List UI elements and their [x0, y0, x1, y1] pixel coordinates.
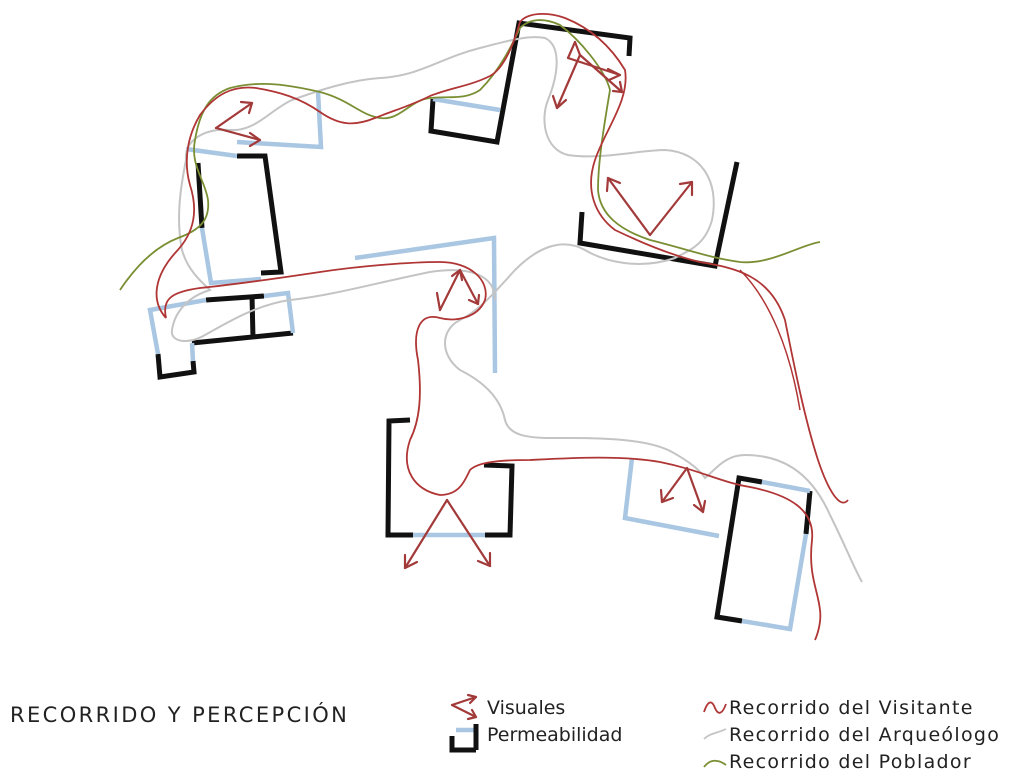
permeable-left-upper-roof: [236, 91, 324, 150]
route-visitante-east: [739, 269, 801, 411]
visuales-legend-icon: [450, 693, 478, 721]
arqueologo-legend-swatch: [703, 728, 727, 740]
arqueologo-legend-label: Recorrido del Arqueólogo: [729, 724, 1001, 746]
wall-left-lower-west: [155, 353, 197, 380]
visuales-legend-label: Visuales: [487, 697, 566, 719]
route-arqueologo: [184, 36, 863, 583]
route-visitante: [164, 261, 822, 641]
poblador-legend-swatch: [703, 759, 727, 768]
permeable-bottom-right-top: [761, 479, 811, 494]
permeable-bottom-right-east: [741, 533, 809, 632]
wall-bottom-center: [385, 417, 413, 538]
permeable-bottom-right-west: [622, 457, 720, 539]
visual-arrows-bottom-right: [659, 466, 707, 514]
wall-left-upper: [237, 153, 284, 276]
permeable-left-lower-south: [189, 342, 196, 362]
visual-arrows-top-center: [551, 40, 624, 110]
diagram-title: RECORRIDO Y PERCEPCIÓN: [10, 703, 350, 727]
permeable-left-lower-east: [263, 290, 296, 334]
visual-arrows-right-upper: [605, 176, 694, 237]
wall-bottom-right-east: [803, 490, 813, 535]
wall-left-lower-mid: [249, 295, 256, 339]
wall-left-lower-bottom: [191, 330, 294, 346]
visitante-legend-swatch: [703, 701, 727, 714]
wall-right-upper: [577, 161, 740, 269]
route-arqueologo-west: [170, 159, 496, 342]
route-visitante-north: [155, 13, 849, 504]
visitante-legend-label: Recorrido del Visitante: [729, 697, 974, 719]
permeable-top-center: [432, 96, 501, 113]
wall-bottom-center-east: [483, 462, 515, 538]
wall-top-center: [428, 20, 633, 145]
permeabilidad-legend-label: Permeabilidad: [487, 724, 623, 746]
visual-arrows-center: [435, 268, 481, 312]
wall-left-lower-top: [205, 293, 265, 303]
route-poblador: [119, 19, 821, 291]
permeable-left-lower: [147, 297, 207, 355]
permeable-center: [354, 235, 498, 374]
poblador-legend-label: Recorrido del Poblador: [729, 751, 972, 773]
wall-bottom-right: [714, 475, 763, 624]
visual-arrows-bottom-center: [403, 498, 492, 570]
permeable-left-upper-west: [199, 227, 262, 286]
permeabilidad-legend-icon: [449, 724, 479, 753]
visual-arrows-left-upper: [214, 100, 262, 148]
